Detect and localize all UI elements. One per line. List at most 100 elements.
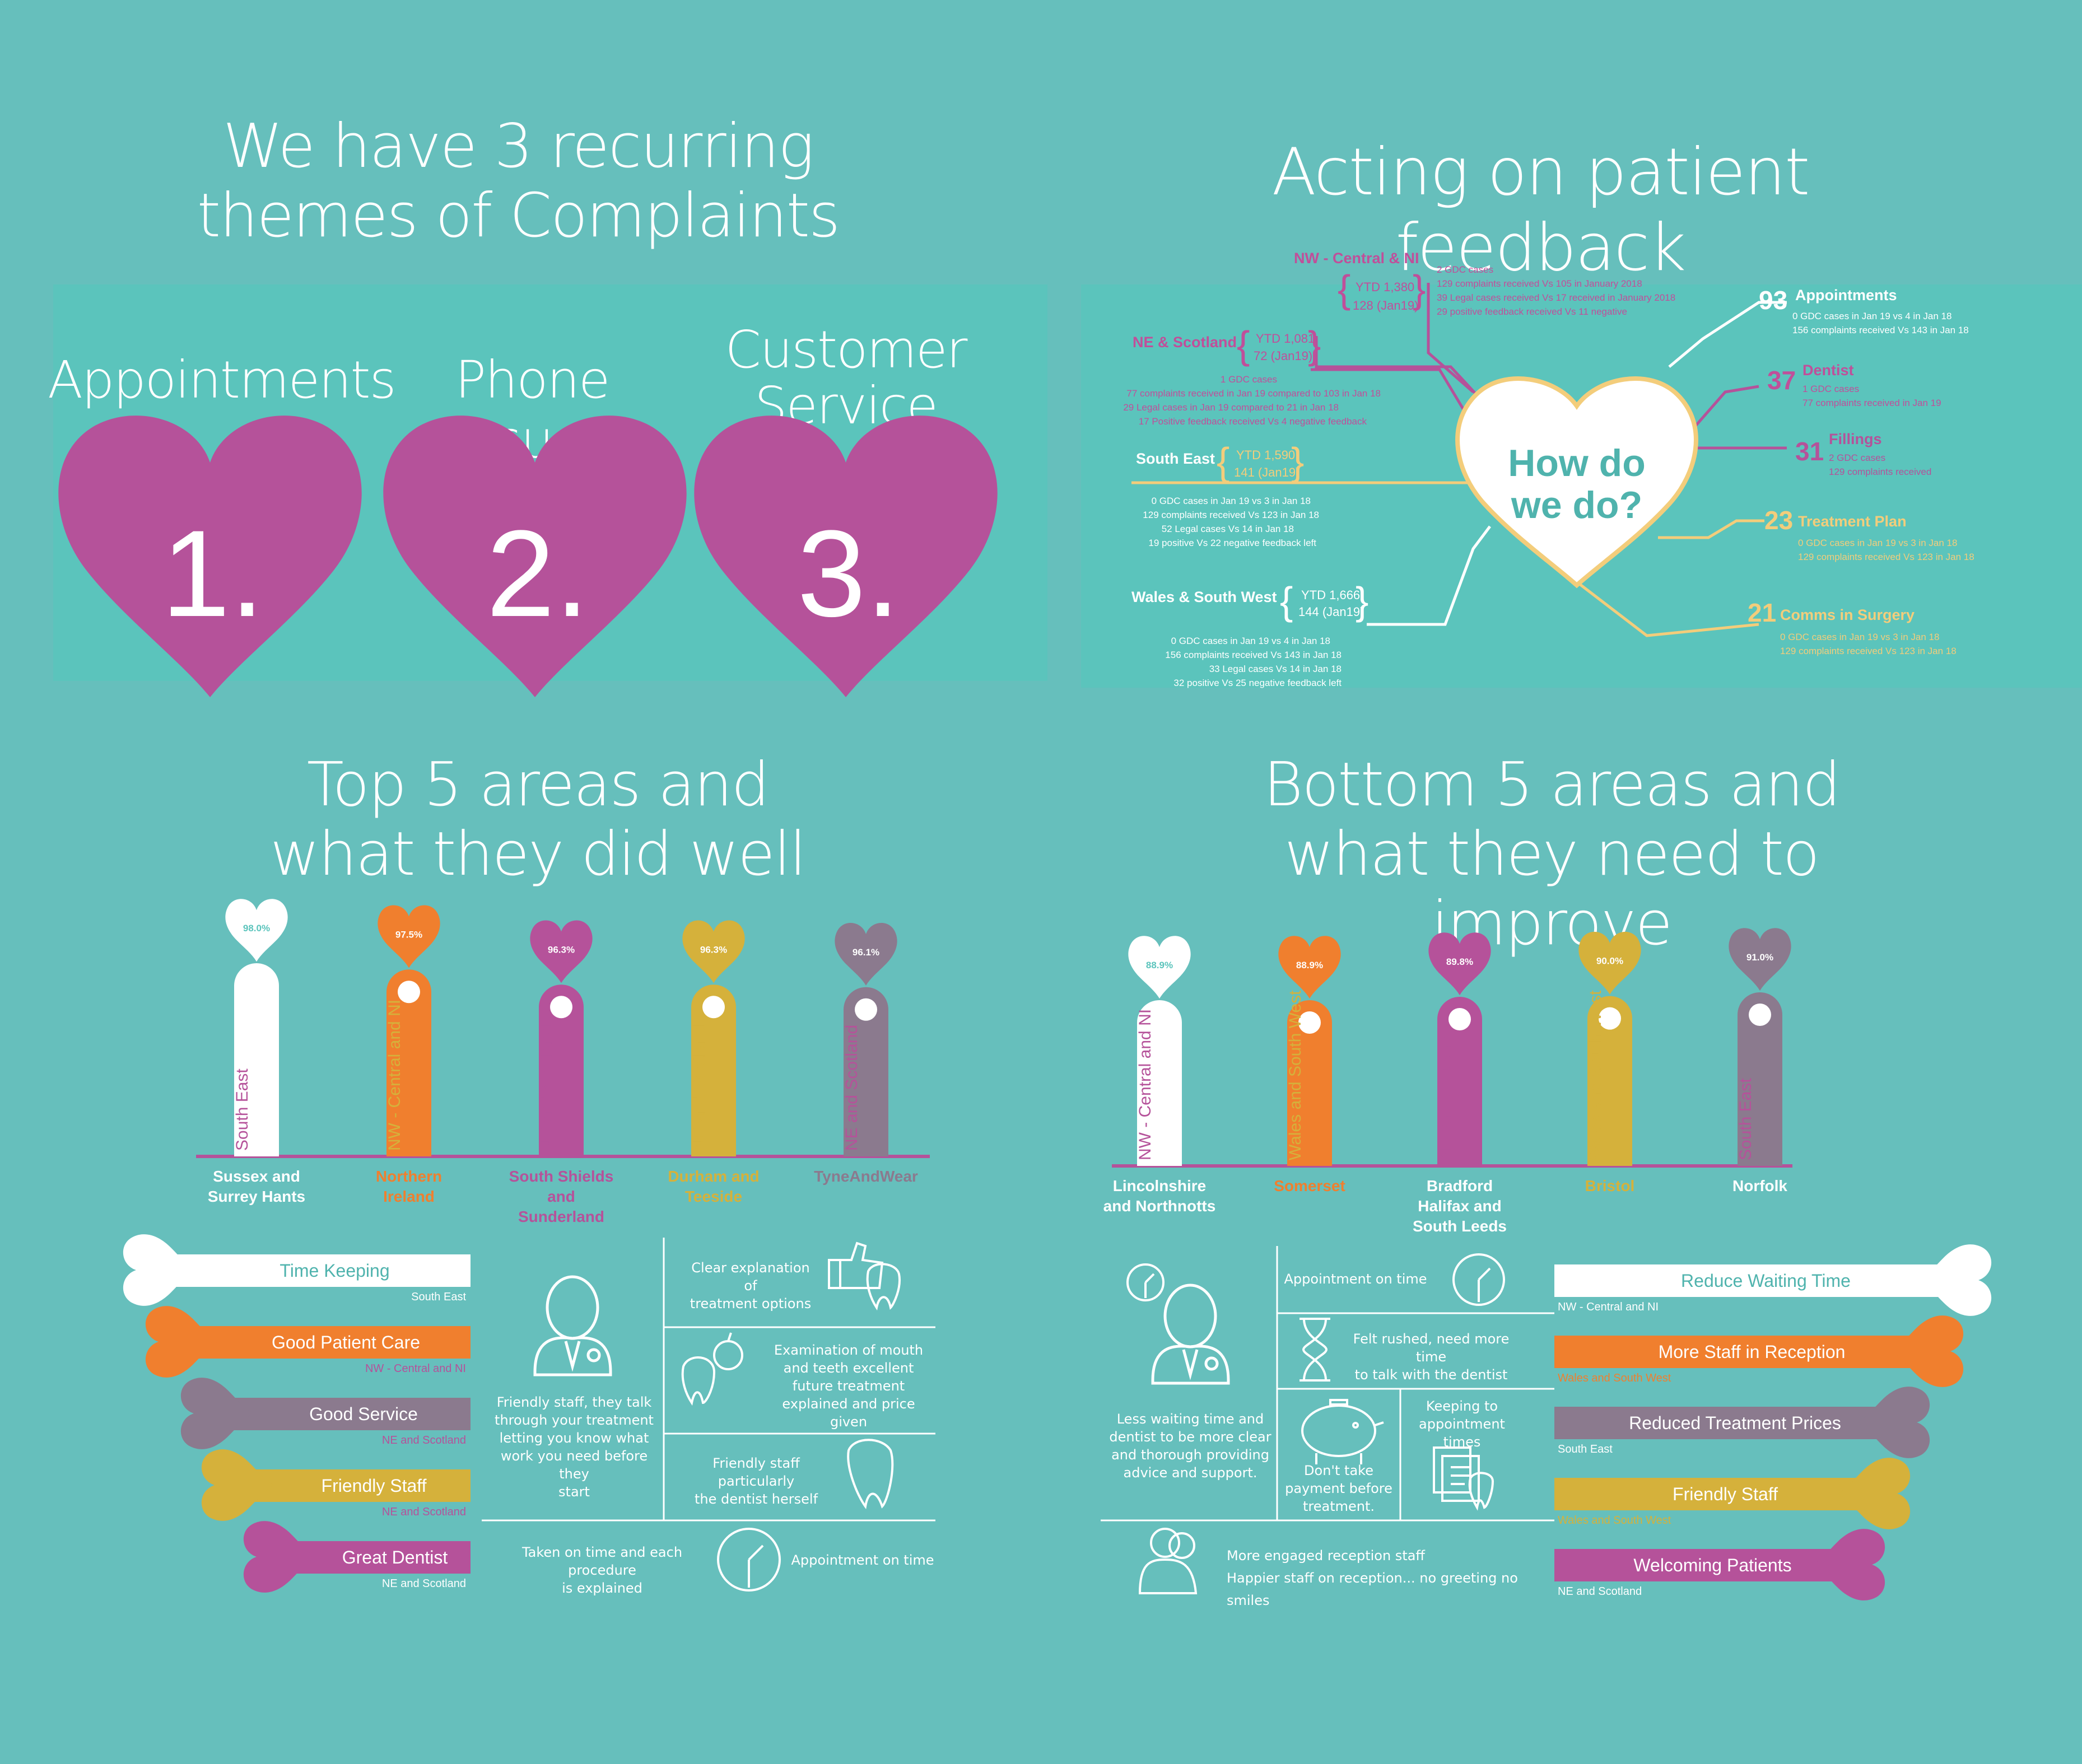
tooth-icon — [866, 1263, 901, 1311]
top5-heart-4-icon — [682, 920, 745, 983]
hourglass-icon — [1299, 1318, 1330, 1382]
cat-appointments-count: 93 — [1759, 286, 1787, 315]
cat-comms-line2: 129 complaints received Vs 123 in Jan 18 — [1780, 646, 1957, 656]
note-line: letting you know what — [499, 1430, 649, 1446]
top5-ribbon-heart-5-icon — [244, 1521, 316, 1593]
region-nw-line3: 39 Legal cases received Vs 17 received i… — [1437, 292, 1675, 303]
top5-area-4: Durham and — [668, 1168, 759, 1185]
note-line: future treatment — [792, 1378, 905, 1394]
note-line: appointment times — [1419, 1416, 1505, 1450]
cat-dentist-line1: 1 GDC cases — [1802, 384, 1859, 394]
bottom5-ribbon-label-4: Friendly Staff — [1673, 1484, 1778, 1504]
top5-region-4: NE and Scotland — [690, 1025, 709, 1151]
bottom5-ribbon-label-2: More Staff in Reception — [1659, 1342, 1846, 1362]
top5-bar-1 — [234, 963, 279, 1156]
note-line: treatment options — [690, 1296, 812, 1312]
bottom5-ribbon-1 — [1554, 1264, 1938, 1297]
bottom5-bar-1 — [1137, 1000, 1182, 1166]
top5-area-4: Teeside — [685, 1188, 742, 1205]
bottom5-heart-1-icon — [1128, 936, 1191, 999]
top5-region-5: NE and Scotland — [842, 1025, 861, 1151]
documents-icon — [1433, 1446, 1494, 1511]
region-ne-name: NE & Scotland — [1133, 334, 1237, 351]
bottom5-ribbon-label-3: Reduced Treatment Prices — [1629, 1413, 1841, 1433]
bottom5-region-3: NE and Scotland — [1436, 1034, 1455, 1160]
note-line: Keeping to — [1426, 1398, 1498, 1414]
bottom5-area-3: Halifax and — [1418, 1197, 1501, 1215]
top5-heart-3-icon — [530, 920, 593, 983]
cat-fillings-count: 31 — [1795, 437, 1824, 466]
bottom5-bar-4-dot — [1599, 1007, 1621, 1030]
note-line: dentist to be more clear — [1109, 1429, 1271, 1445]
feedback-title: Acting on patient feedback — [1271, 134, 1810, 286]
note-line: Happier staff on reception... no greetin… — [1227, 1570, 1518, 1608]
bottom5-ribbon-heart-4-icon — [1838, 1458, 1910, 1529]
region-wales-line1: 0 GDC cases in Jan 19 vs 4 in Jan 18 — [1171, 636, 1330, 646]
clock-icon — [717, 1528, 781, 1592]
bottom5-area-5: Norfolk — [1732, 1177, 1787, 1194]
top5-note-exam: Examination of mouth and teeth excellent… — [767, 1341, 930, 1431]
receptionist-icon — [1138, 1528, 1198, 1594]
cat-appointments-line2: 156 complaints received Vs 143 in Jan 18 — [1792, 325, 1969, 335]
region-ne-jan: 72 (Jan19) — [1254, 349, 1312, 363]
top5-ribbon-heart-4-icon — [202, 1449, 274, 1521]
note-line: start — [558, 1484, 590, 1500]
top5-bar-2-dot — [398, 981, 420, 1004]
bottom5-ribbon-region-3: South East — [1558, 1443, 1613, 1455]
note-line: advice and support. — [1123, 1465, 1257, 1481]
heart-3-number: 3. — [797, 505, 900, 642]
region-ne-line3: 29 Legal cases in Jan 19 compared to 21 … — [1123, 402, 1339, 413]
bottom5-bar-5-dot — [1749, 1004, 1771, 1026]
top5-note-dentist: Friendly staff particularly the dentist … — [678, 1454, 835, 1508]
top5-ribbon-label-2: Good Patient Care — [272, 1332, 420, 1352]
bottom5-bar-5 — [1738, 992, 1782, 1166]
brace-nw-right: } — [1413, 267, 1426, 311]
bottom5-heart-2-icon — [1278, 936, 1341, 999]
region-wales-line4: 32 positive Vs 25 negative feedback left — [1173, 678, 1342, 688]
region-ne-ytd: YTD 1,081 — [1256, 332, 1315, 346]
top5-ribbon-2 — [199, 1326, 471, 1359]
bottom5-ribbon-heart-5-icon — [1813, 1529, 1885, 1600]
clock-small-icon — [1126, 1263, 1165, 1301]
top5-area-1: Sussex and — [213, 1168, 300, 1185]
top5-bar-3 — [539, 984, 584, 1156]
bottom5-region-1: NW - Central and NI — [1136, 1009, 1154, 1160]
cat-comms-count: 21 — [1748, 598, 1776, 627]
cat-fillings-line1: 2 GDC cases — [1829, 452, 1885, 463]
bottom5-title-line1: Bottom 5 areas and — [1263, 750, 1841, 820]
top5-region-3: NE and Scotland — [538, 1025, 556, 1151]
bottom5-ribbon-heart-2-icon — [1891, 1315, 1963, 1387]
heart-1-number: 1. — [161, 505, 264, 642]
thumbs-up-icon — [828, 1242, 884, 1289]
bottom5-heart-5-icon — [1729, 928, 1791, 991]
region-se-line3: 52 Legal cases Vs 14 in Jan 18 — [1162, 524, 1294, 534]
top5-ribbon-region-3: NE and Scotland — [382, 1434, 466, 1446]
top5-area-2: Ireland — [383, 1188, 435, 1205]
region-nw-line4: 29 positive feedback received Vs 11 nega… — [1437, 306, 1627, 317]
top5-pct-2: 97.5% — [395, 929, 422, 940]
top5-pct-4: 96.3% — [700, 944, 727, 955]
complaints-title-line2: themes of Complaints — [197, 181, 840, 251]
bottom5-note-appt: Appointment on time — [1284, 1271, 1427, 1287]
cat-fillings-name: Fillings — [1829, 431, 1882, 447]
brace-se-right: } — [1291, 440, 1304, 483]
top5-ribbon-label-3: Good Service — [309, 1404, 418, 1424]
bottom5-bar-4 — [1587, 996, 1632, 1166]
top5-bar-5 — [844, 987, 888, 1156]
bottom5-region-2: Wales and South West — [1286, 990, 1305, 1160]
center-heart-icon — [1455, 376, 1698, 589]
region-nw-line2: 129 complaints received Vs 105 in Januar… — [1437, 278, 1642, 289]
cat-treatment-name: Treatment Plan — [1798, 513, 1907, 530]
region-se-line4: 19 positive Vs 22 negative feedback left — [1148, 538, 1316, 548]
note-line: Taken on time and each procedure — [521, 1544, 683, 1578]
region-nw-name: NW - Central & NI — [1294, 250, 1419, 267]
top5-ribbon-region-5: NE and Scotland — [382, 1578, 466, 1590]
bottom5-ribbon-label-1: Reduce Waiting Time — [1681, 1271, 1851, 1291]
bottom5-ribbon-heart-3-icon — [1857, 1387, 1930, 1458]
top5-area-5: TyneAndWear — [814, 1168, 918, 1185]
top5-ribbon-3 — [234, 1398, 471, 1430]
bottom5-ribbon-heart-1-icon — [1919, 1244, 1991, 1316]
cat-dentist-line2: 77 complaints received in Jan 19 — [1802, 398, 1941, 408]
